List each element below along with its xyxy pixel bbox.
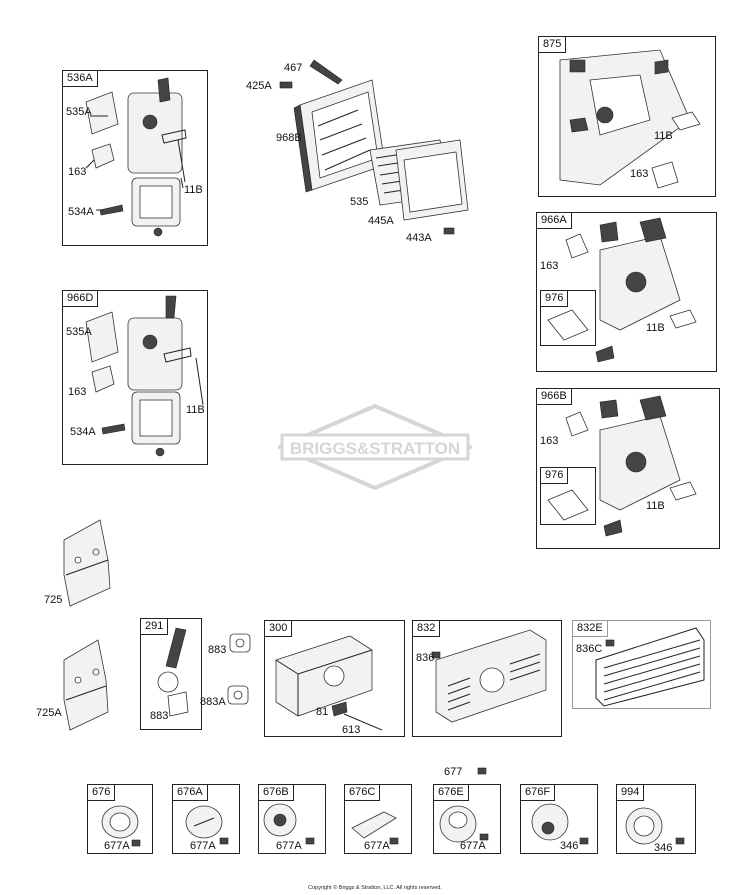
panel-tag: 966D <box>63 291 99 307</box>
carburetor-966B-drawing <box>547 395 697 537</box>
label-677A: 677A <box>460 840 486 852</box>
label-163: 163 <box>540 435 559 447</box>
shield-725-drawing <box>63 519 111 607</box>
shield-725A-drawing <box>63 639 109 731</box>
label-883A: 883A <box>200 696 226 708</box>
label-443A: 443A <box>406 232 432 244</box>
label-467: 467 <box>284 62 303 74</box>
label-883: 883 <box>150 710 169 722</box>
label-535A: 535A <box>66 326 92 338</box>
label-425A: 425A <box>246 80 272 92</box>
panel-tag: 536A <box>63 71 98 87</box>
label-11B: 11B <box>654 130 673 142</box>
panel-tag: 976 <box>541 468 569 484</box>
panel-tag: 676F <box>521 785 556 801</box>
label-81: 81 <box>316 706 329 718</box>
panel-tag: 966A <box>537 213 572 229</box>
label-535: 535 <box>350 196 369 208</box>
label-535A: 535A <box>66 106 92 118</box>
label-613: 613 <box>342 724 361 736</box>
label-534A: 534A <box>68 206 94 218</box>
panel-tag: 300 <box>265 621 293 637</box>
label-163: 163 <box>630 168 649 180</box>
label-11B: 11B <box>646 322 665 334</box>
watermark-text: BRIGGS&STRATTON <box>290 439 460 458</box>
label-725A: 725A <box>36 707 62 719</box>
deflector-994-drawing <box>625 807 685 845</box>
label-677A: 677A <box>104 840 130 852</box>
copyright-notice: Copyright © Briggs & Stratton, LLC. All … <box>308 885 442 891</box>
label-677A: 677A <box>190 840 216 852</box>
panel-tag: 875 <box>539 37 567 53</box>
panel-tag: 676A <box>173 785 208 801</box>
muffler-guard-832E-drawing <box>595 627 705 707</box>
gasket-883-drawing <box>227 633 251 705</box>
label-346: 346 <box>560 840 579 852</box>
label-534A: 534A <box>70 426 96 438</box>
panel-tag: 976 <box>541 291 569 307</box>
label-836C: 836C <box>576 643 603 655</box>
panel-tag: 676B <box>259 785 294 801</box>
label-163: 163 <box>68 166 87 178</box>
panel-676C: 676C <box>344 784 412 854</box>
muffler-guard-832-drawing <box>431 629 547 723</box>
label-677A: 677A <box>276 840 302 852</box>
label-677: 677 <box>444 766 463 778</box>
panel-tag: 291 <box>141 619 169 635</box>
label-11B: 11B <box>184 184 203 196</box>
panel-tag: 676 <box>88 785 116 801</box>
label-163: 163 <box>68 386 87 398</box>
label-445A: 445A <box>368 215 394 227</box>
label-968B: 968B <box>276 132 302 144</box>
breather-291-drawing <box>157 627 189 717</box>
air-cleaner-966D-drawing <box>85 295 204 457</box>
panel-tag: 676E <box>434 785 469 801</box>
carburetor-966A-drawing <box>547 217 697 363</box>
label-677A: 677A <box>364 840 390 852</box>
label-346: 346 <box>654 842 673 854</box>
filter-535-drawing <box>369 139 469 235</box>
label-163: 163 <box>540 260 559 272</box>
briggs-stratton-watermark: BRIGGS&STRATTON <box>278 404 472 490</box>
panel-tag: 676C <box>345 785 381 801</box>
deflector-676B-drawing <box>263 803 315 845</box>
label-836: 836 <box>416 652 435 664</box>
panel-tag: 832 <box>413 621 441 637</box>
label-883: 883 <box>208 644 227 656</box>
muffler-300-drawing <box>275 635 383 731</box>
deflector-676-drawing <box>101 805 141 847</box>
deflector-676A-drawing <box>185 805 229 845</box>
label-725: 725 <box>44 594 63 606</box>
carburetor-875-drawing <box>559 49 701 189</box>
panel-tag: 966B <box>537 389 572 405</box>
deflector-676E-drawing <box>439 767 489 843</box>
panel-tag: 832E <box>573 621 608 637</box>
air-cleaner-536A-drawing <box>85 77 187 237</box>
label-11B: 11B <box>646 500 665 512</box>
air-cleaner-housing-968B-drawing <box>279 59 386 193</box>
deflector-676F-drawing <box>531 803 589 845</box>
panel-tag: 994 <box>617 785 645 801</box>
deflector-676C-drawing <box>351 811 399 845</box>
label-11B: 11B <box>186 404 205 416</box>
panel-832E: 832E <box>572 620 711 709</box>
